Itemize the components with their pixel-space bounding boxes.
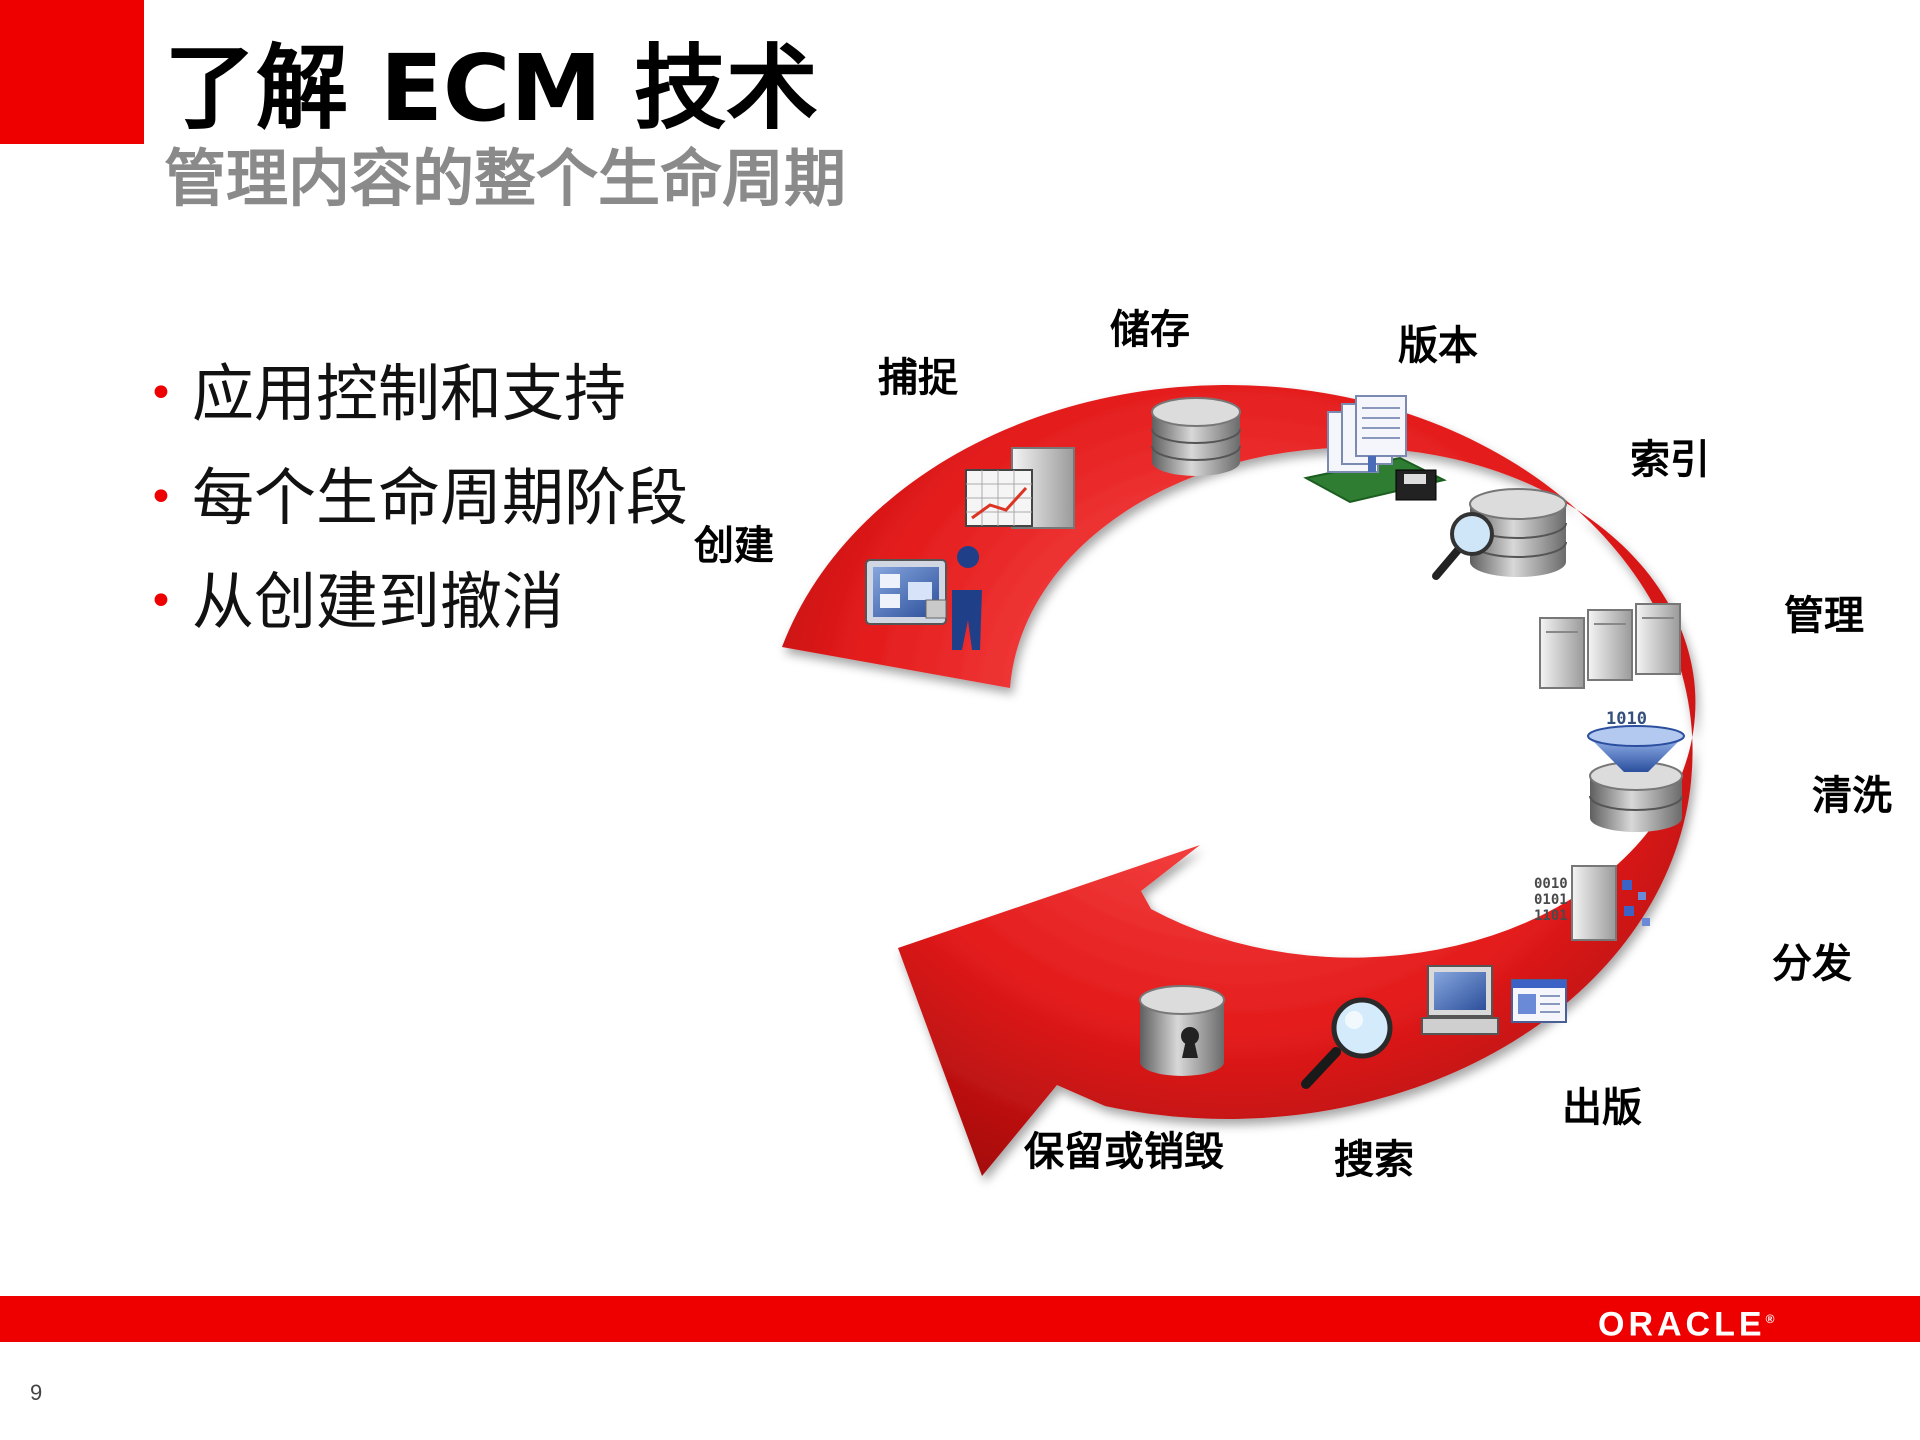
bullet-item: • 应用控制和支持 [140,342,688,446]
binary-text: 1101 [1534,908,1568,924]
footer-bar [0,1296,1920,1342]
binary-text: 0101 [1534,892,1568,908]
stage-label-retain: 保留或销毁 [1024,1129,1224,1175]
page-title: 了解 ECM 技术 [164,35,818,142]
registered-icon: ® [1765,1312,1775,1326]
stage-label-publish: 出版 [1562,1085,1642,1131]
stage-label-store: 储存 [1110,307,1190,353]
stage-label-capture: 捕捉 [878,355,958,401]
computer-webpage-icon [1421,965,1567,1035]
title-accent-block [0,0,144,144]
stage-label-distribute: 分发 [1772,941,1852,987]
stage-label-manage: 管理 [1784,593,1864,639]
binary-funnel-database-icon: 1010 1010 [1587,709,1685,832]
binary-text: 0010 [1534,876,1568,892]
servers-icon [1539,603,1681,689]
bullet-item: • 每个生命周期阶段 [140,446,688,550]
bullet-item: • 从创建到撤消 [140,550,688,654]
locked-database-icon [1139,985,1225,1076]
stage-label-cleanse: 清洗 [1812,773,1892,819]
bullet-dot-icon: • [148,368,174,419]
stage-label-version: 版本 [1398,323,1478,369]
bullet-text: 应用控制和支持 [192,357,627,430]
bullet-dot-icon: • [148,576,174,627]
stage-label-create: 创建 [694,523,774,569]
page-number: 9 [30,1380,43,1405]
server-chart-icon [965,447,1075,529]
binary-server-icon: 0010 0101 1101 [1534,865,1650,941]
magnifier-icon [1301,997,1393,1089]
stage-label-index: 索引 [1630,437,1710,483]
logo-text: ORACLE [1598,1305,1766,1344]
stage-label-search: 搜索 [1334,1137,1414,1183]
page-subtitle: 管理内容的整个生命周期 [164,142,847,215]
database-icon [1151,397,1241,476]
user-at-terminal-icon [865,546,982,650]
binary-text: 1010 [1606,709,1647,729]
bullet-list: • 应用控制和支持 • 每个生命周期阶段 • 从创建到撤消 [140,342,688,654]
bullet-dot-icon: • [148,472,174,523]
documents-disk-icon [1303,395,1447,504]
bullet-text: 每个生命周期阶段 [192,461,689,534]
database-magnifier-icon [1432,488,1567,580]
bullet-text: 从创建到撤消 [192,565,565,638]
oracle-logo: ORACLE® [1598,1299,1774,1344]
